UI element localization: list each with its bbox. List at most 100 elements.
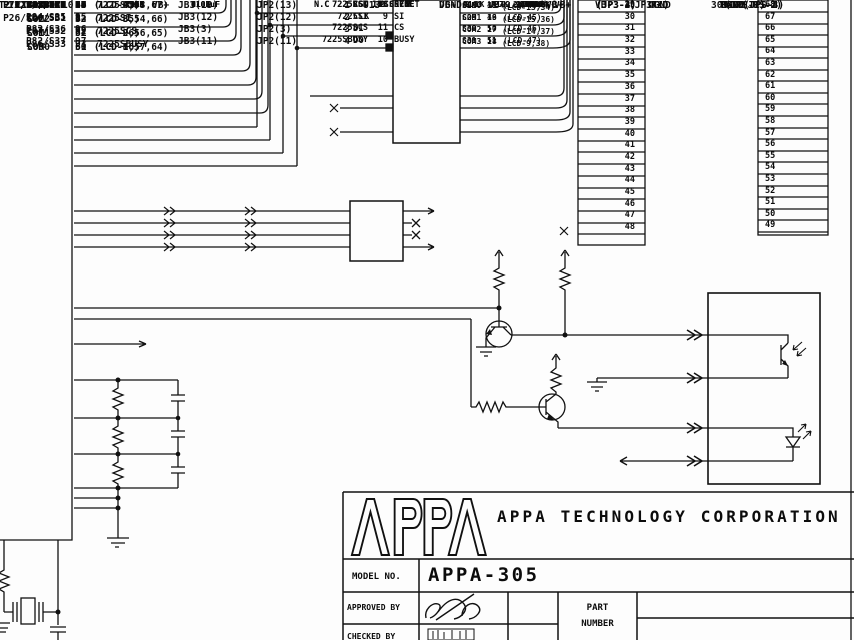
capacitor-ref: C106 (191, 0, 211, 9)
model-number: APPA-305 (428, 564, 540, 586)
pin-name: CLK (353, 12, 370, 22)
pin-number: 43 (624, 163, 635, 174)
ground-symbol-xt (0, 622, 10, 633)
pin-number: 34 (624, 58, 635, 69)
model-label: MODEL NO. (352, 572, 401, 582)
net-label: (LCD-45) (503, 12, 542, 22)
jp2-label: JP2(12) (257, 12, 298, 23)
pin-name-bias: BIAS (43, 0, 66, 11)
pin-name-reset: RESET (394, 0, 420, 10)
pin-number: 31 (624, 23, 635, 34)
pin-number: 17 (487, 25, 497, 34)
pin-name-vss: VSS (48, 0, 66, 11)
jp2-label: JP2(13) (257, 0, 298, 11)
nc-label: N.C (541, 0, 557, 10)
pin-number: 38 (624, 105, 635, 116)
pin-number: 60 (765, 92, 776, 103)
net-label: (LCD-96) (94, 28, 140, 39)
pin-number: 63 (765, 57, 776, 68)
pin-number: 50 (765, 208, 776, 219)
vb-arrow-r103 (494, 249, 504, 262)
jp2-label: JP2(11) (257, 36, 298, 47)
pin-name: COM3 (462, 37, 482, 46)
net-label: (LCD-3,54,66) (94, 14, 169, 25)
resistor-r116 (111, 380, 125, 418)
pin-number: 48 (487, 1, 497, 10)
part-number-label-1: PART (586, 603, 609, 613)
pin-number: 63 (75, 0, 87, 11)
pin-number: 32 (624, 35, 635, 46)
pin-number: 51 (75, 42, 87, 53)
resistor-value: 100K (125, 0, 145, 9)
pin-row: 58 (758, 116, 828, 128)
pin-name: DI (353, 24, 364, 34)
pin-name-avss: AVSS (43, 0, 66, 11)
ground-symbol-dgnd (587, 378, 607, 392)
pin-number: 56 (75, 0, 87, 11)
net-label: 7225SCK (97, 0, 138, 11)
pin-name-vcc: VCC (378, 0, 395, 10)
pin-row: 49 (758, 220, 828, 232)
lcd-connector-right-outline (757, 0, 829, 236)
jp2-label: JP2(3) (257, 24, 292, 35)
pin-number: 8 (382, 0, 388, 10)
transistor-value: 2N3906 (513, 0, 542, 9)
pin-number: 51 (487, 36, 497, 46)
pin-name: SCK (394, 0, 410, 10)
pin-number: 50 (487, 24, 497, 34)
net-label: (LCD-14,37) (502, 27, 555, 36)
pin-name-sync: SYNC (394, 0, 415, 10)
pin-name: COM3 (27, 0, 50, 11)
pin-number: 13 (372, 0, 383, 10)
u13-ref: U13 (363, 0, 381, 11)
pin-number: 59 (765, 104, 776, 115)
pin-number: 53 (765, 173, 776, 184)
resistor-r104 (558, 262, 572, 335)
lcd-driver-outline (392, 0, 461, 144)
resistor-value: 1.2K (531, 0, 551, 9)
pin-row: 52 (758, 186, 828, 198)
module-name: 305-3B (711, 0, 746, 11)
pin-row: 48 (578, 222, 640, 234)
pin-row: 64 (758, 46, 828, 58)
pin-row: 55 (758, 151, 828, 163)
titleblock-lines (342, 491, 854, 640)
net-label: (LCD-4,53,67) (94, 0, 169, 11)
pin-number: 58 (75, 0, 87, 11)
transistor-q101 (538, 393, 566, 428)
pin-name: S01 (26, 28, 44, 39)
pin-number: 27 (75, 0, 87, 11)
pin-name: S30 (462, 24, 477, 34)
pin-number: 52 (765, 185, 776, 196)
pin-number: 40 (75, 0, 87, 11)
pin-row: 33 (578, 47, 640, 59)
vb-plus-label: VB+ (488, 0, 506, 11)
pin-number: 94 (75, 0, 87, 11)
pin-number: 4 (344, 36, 350, 47)
resistor-ref: R104 (529, 0, 549, 9)
approved-by-label: APPROVED BY (347, 603, 400, 612)
pin-name-xt2: XT2 (0, 0, 11, 11)
pin-name: S03 (26, 0, 44, 11)
pin-name: BUSY (394, 35, 415, 46)
approval-signature (424, 593, 481, 621)
pin-number: 37 (624, 93, 635, 104)
resistor-ref: R102 (491, 0, 511, 9)
pin-number: 29 (624, 0, 635, 10)
chevron-connectors (686, 329, 704, 467)
pin-number: 10 (62, 0, 74, 11)
pin-number: 57 (765, 127, 776, 138)
junction-dots (55, 10, 568, 615)
net-label: (LCD-13,34) (502, 3, 555, 12)
pin-name: COM2 (27, 14, 50, 25)
pin-name: P87/S32 (25, 26, 66, 37)
capacitor-value: 0.01uF (191, 0, 220, 9)
pin-row: 45 (578, 187, 640, 199)
jb-zigzag-marks (163, 206, 257, 252)
pin-number: 16 (487, 13, 497, 22)
pin-row: 65 (758, 35, 828, 47)
net-label: 7225SCS (332, 23, 368, 34)
pin-number: 7 (406, 0, 412, 10)
net-label: (LCD-9,38) (502, 39, 551, 48)
